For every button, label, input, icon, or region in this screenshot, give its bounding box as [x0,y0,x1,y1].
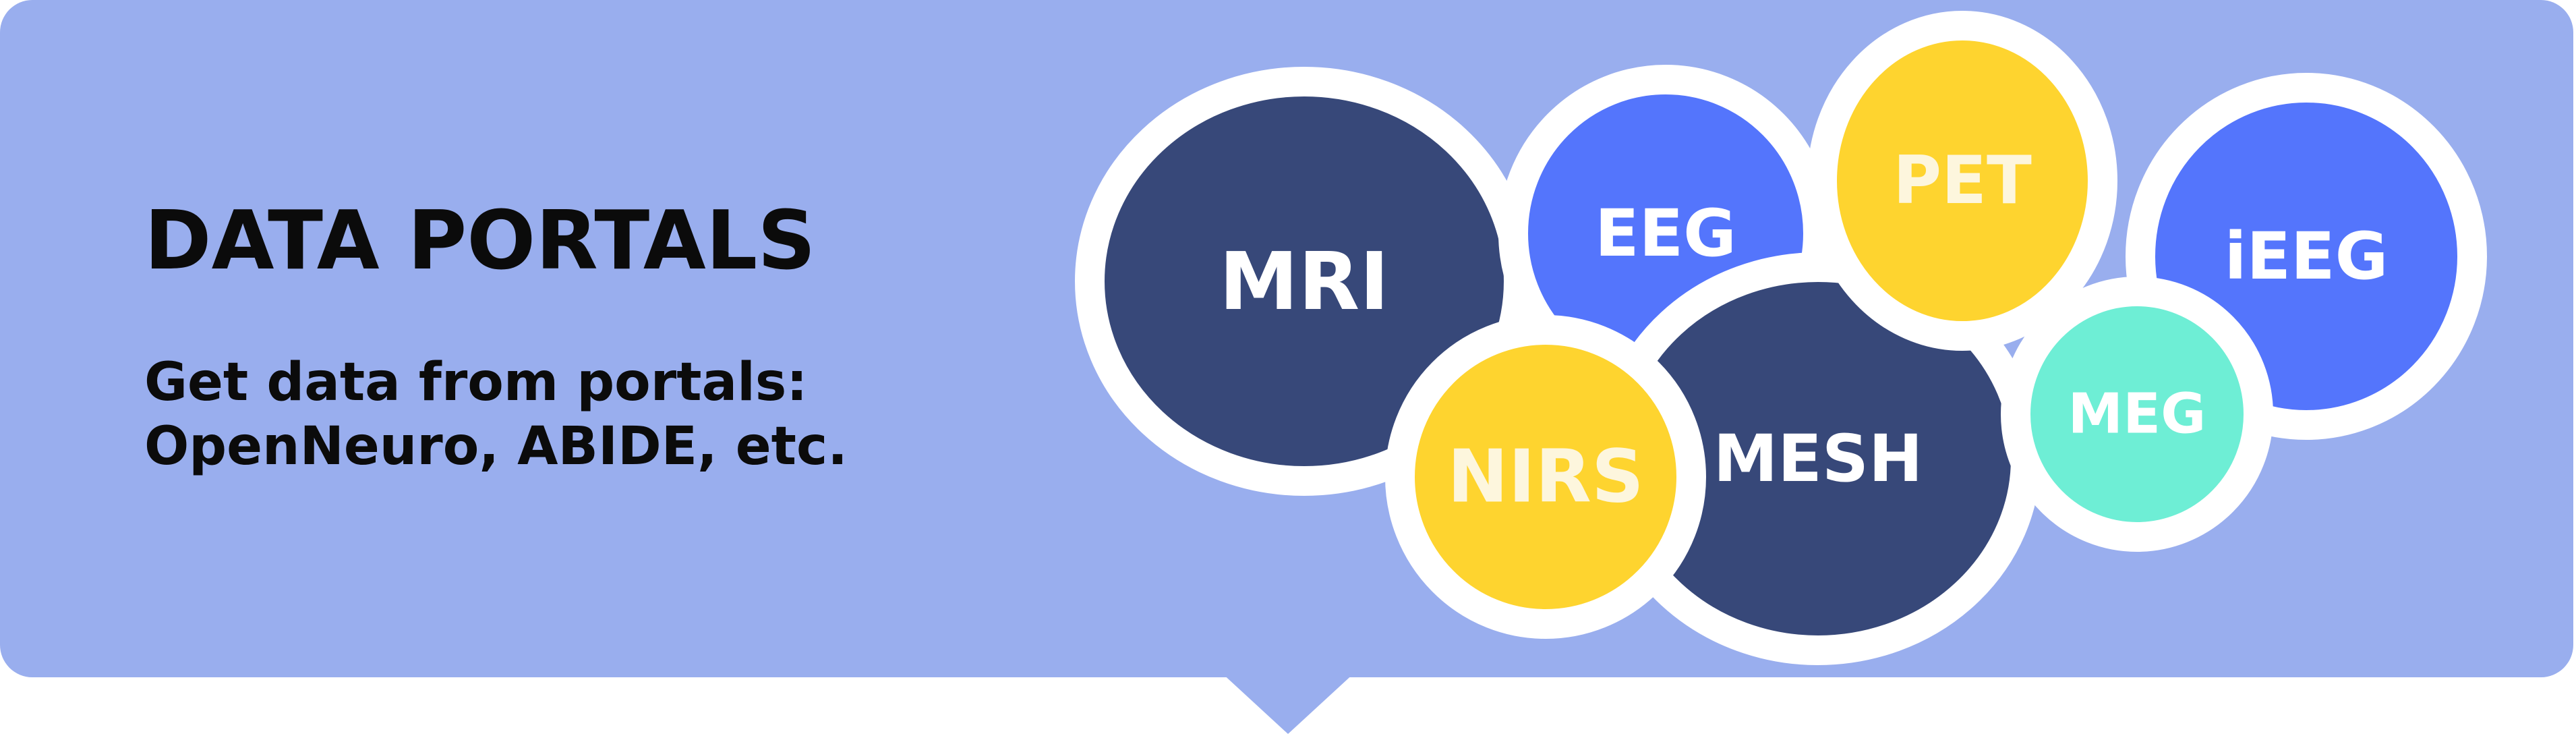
pet-label: PET [1893,142,2032,219]
bubble-mri: MRI [1075,67,1533,496]
subtitle-line-2: OpenNeuro, ABIDE, etc. [144,416,848,478]
meg-label: MEG [2068,382,2206,447]
mesh-label: MESH [1714,421,1923,496]
nirs-circle [1385,315,1706,639]
mri-label: MRI [1219,235,1389,328]
callout-pointer [1221,672,1355,734]
bubble-meg: MEG [2001,277,2273,552]
subtitle-line-1: Get data from portals: [144,352,808,413]
card-subtitle: Get data from portals: OpenNeuro, ABIDE,… [144,351,848,479]
pet-circle [1807,11,2117,351]
bubble-pet: PET [1807,11,2117,351]
ieeg-label: iEEG [2225,219,2389,294]
eeg-label: EEG [1595,196,1736,271]
bubble-nirs: NIRS [1385,315,1706,639]
nirs-label: NIRS [1447,435,1644,519]
card-title: DATA PORTALS [144,194,816,288]
meg-circle [2001,277,2273,552]
